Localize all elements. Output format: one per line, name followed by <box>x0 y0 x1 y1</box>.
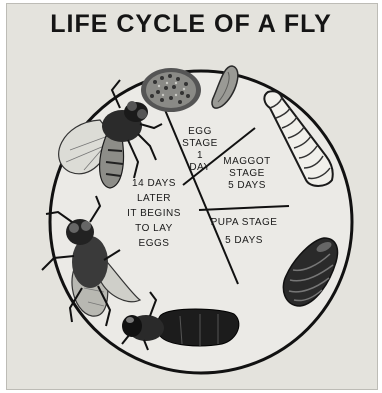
egg-stage-line1: EGG <box>182 126 218 138</box>
adult-stage-label: 14 DAYS LATER IT BEGINS TO LAY EGGS <box>127 176 181 251</box>
egg-stage-line4: DAY <box>182 162 218 174</box>
egg-stage-line3: 1 <box>182 150 218 162</box>
adult-stage-line1: 14 DAYS <box>127 176 181 191</box>
adult-stage-line3: IT BEGINS <box>127 206 181 221</box>
egg-cluster-icon <box>141 68 201 112</box>
pupa-stage-line1: PUPA STAGE <box>211 217 278 229</box>
adult-stage-line2: LATER <box>127 191 181 206</box>
maggot-stage-label: MAGGOT STAGE 5 DAYS <box>223 156 270 192</box>
maggot-stage-line1: MAGGOT <box>223 156 270 168</box>
pupa-stage-label: PUPA STAGE 5 DAYS <box>211 217 278 247</box>
pupa-stage-line2: 5 DAYS <box>211 235 278 247</box>
maggot-stage-line3: 5 DAYS <box>223 180 270 192</box>
maggot-stage-line2: STAGE <box>223 168 270 180</box>
egg-stage-label: EGG STAGE 1 DAY <box>182 126 218 174</box>
adult-stage-line5: EGGS <box>127 236 181 251</box>
adult-stage-line4: TO LAY <box>127 221 181 236</box>
egg-stage-line2: STAGE <box>182 138 218 150</box>
